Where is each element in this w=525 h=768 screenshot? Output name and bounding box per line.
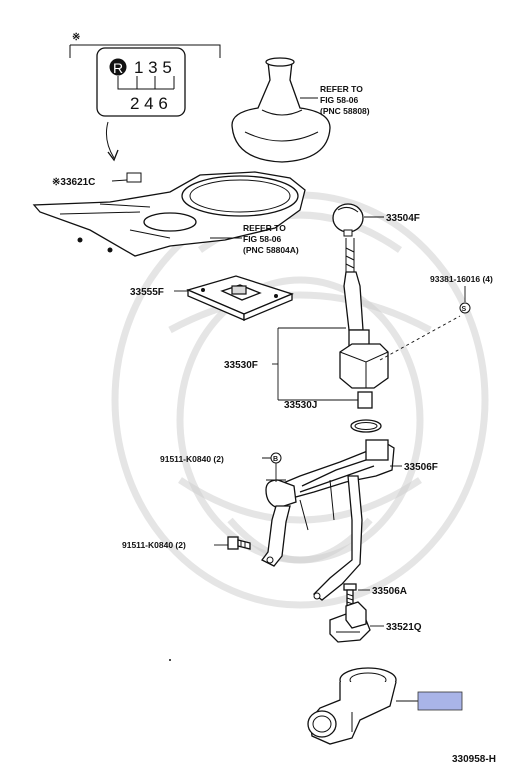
clip-label: 93381-16016 (4)	[430, 274, 493, 284]
gear-top-row: 1 3 5	[134, 58, 172, 77]
retainer-label: 33555F	[130, 287, 164, 298]
bolt-upper-marker: B	[273, 456, 278, 463]
clip-marker: S	[462, 306, 467, 313]
reverse-marker	[109, 58, 127, 76]
lever-label: 33530F	[224, 360, 258, 371]
shift-knob	[332, 203, 364, 237]
bracket-label: 33521Q	[386, 622, 422, 633]
boot-ref-line2: FIG 58-06	[320, 95, 359, 105]
retainer-plate	[186, 275, 294, 321]
bracket	[329, 601, 371, 643]
bolt-lower-label: 91511-K0840 (2)	[122, 540, 186, 550]
console-ref-line1: REFER TO	[243, 223, 286, 233]
knob-label: 33504F	[386, 213, 420, 224]
boot-ref-line1: REFER TO	[320, 84, 363, 94]
console-ref-line2: FIG 58-06	[243, 234, 282, 244]
console-panel	[32, 171, 306, 257]
lower-housing	[307, 667, 397, 745]
fork-lever-label: 33506F	[404, 462, 438, 473]
reverse-label: R	[113, 60, 123, 76]
console-panel-label: ※33621C	[52, 177, 95, 188]
shift-fork-lever	[261, 439, 395, 601]
small-bolt	[343, 583, 357, 607]
gear-pattern-group: ※ R 1 3 5 2 4 6	[69, 32, 221, 162]
highlighted-part-box[interactable]	[417, 691, 463, 711]
note-mark: ※	[72, 32, 80, 43]
small-bolt-label: 33506A	[372, 586, 407, 597]
gear-bottom-row: 2 4 6	[130, 94, 168, 113]
shift-boot	[231, 57, 331, 163]
bolt-lower	[227, 536, 251, 550]
figure-code: 330958-H	[452, 754, 496, 765]
shift-lever	[339, 238, 389, 409]
bolt-upper-label: 91511-K0840 (2)	[160, 454, 224, 464]
console-ref-line3: (PNC 58804A)	[243, 245, 299, 255]
boot-ref-line3: (PNC 58808)	[320, 106, 370, 116]
lever-seat-label: 33530J	[284, 400, 317, 411]
